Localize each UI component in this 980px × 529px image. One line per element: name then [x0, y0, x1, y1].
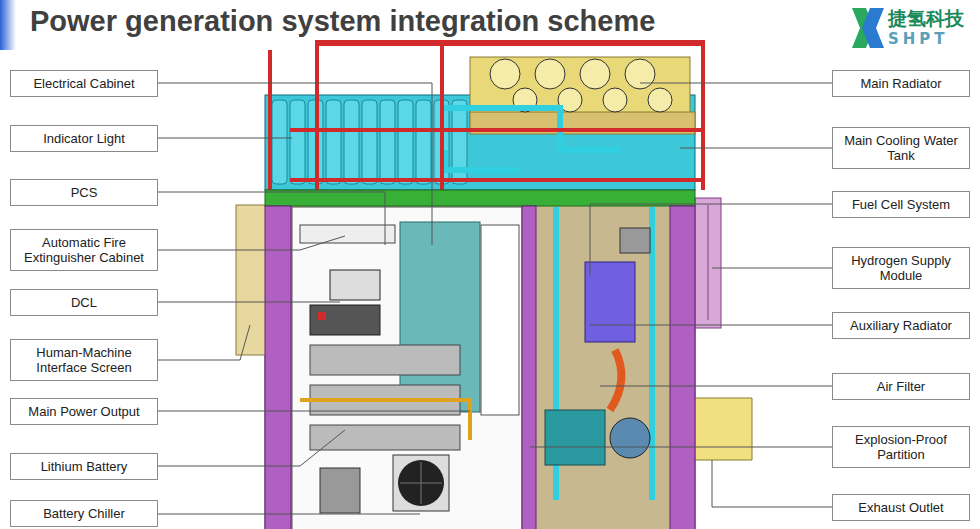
- callout-label: Exhaust Outlet: [837, 500, 965, 515]
- callout-label: Electrical Cabinet: [15, 76, 153, 91]
- callout-box: Electrical Cabinet: [10, 70, 158, 97]
- logo-abbreviation: SHPT: [888, 30, 949, 48]
- electrical-panel: [481, 225, 519, 415]
- callout-label: Fuel Cell System: [837, 197, 965, 212]
- pump: [320, 468, 360, 513]
- callout-box: Automatic Fire Extinguisher Cabinet: [10, 229, 158, 271]
- callout-label: Auxiliary Radiator: [837, 318, 965, 333]
- callout-box: Main Power Output: [10, 398, 158, 425]
- leader-lines: [158, 83, 832, 514]
- radiator-fans: [490, 59, 672, 112]
- callout-label: Explosion-Proof Partition: [837, 432, 965, 462]
- callout-box: Exhaust Outlet: [832, 494, 970, 521]
- callout-label: Air Filter: [837, 379, 965, 394]
- hydrogen-module: [695, 198, 721, 328]
- fuel-cell-stack: [585, 262, 635, 342]
- callout-label: Indicator Light: [15, 131, 153, 146]
- chiller-fan: [398, 460, 444, 506]
- dcl-unit: [330, 270, 380, 300]
- exhaust-hood: [695, 398, 752, 460]
- module-detail: [708, 205, 709, 320]
- safety-railing: [268, 40, 705, 195]
- callout-box: Fuel Cell System: [832, 191, 970, 218]
- fan-grille: [400, 462, 442, 504]
- page-title: Power generation system integration sche…: [30, 5, 655, 38]
- battery-rows: [310, 345, 460, 450]
- title-accent: [0, 0, 16, 50]
- callout-label: Lithium Battery: [15, 459, 153, 474]
- callout-box: Auxiliary Radiator: [832, 312, 970, 339]
- callout-label: Hydrogen Supply Module: [837, 253, 965, 283]
- tank-cells: [272, 100, 467, 184]
- callout-box: Hydrogen Supply Module: [832, 247, 970, 289]
- left-compartment: [292, 207, 522, 529]
- callout-label: Human-Machine Interface Screen: [15, 345, 153, 375]
- callout-label: Main Cooling Water Tank: [837, 133, 965, 163]
- callout-box: PCS: [10, 179, 158, 206]
- hmi-led: [318, 312, 326, 320]
- fire-cabinet: [300, 225, 395, 243]
- power-cable: [300, 400, 470, 440]
- chiller-body: [393, 455, 449, 511]
- side-cabinet: [236, 205, 266, 355]
- callout-box: Battery Chiller: [10, 500, 158, 527]
- logo-name: 捷氢科技: [888, 6, 964, 32]
- callout-box: Explosion-Proof Partition: [832, 426, 970, 468]
- callout-box: DCL: [10, 289, 158, 316]
- callout-label: Battery Chiller: [15, 506, 153, 521]
- callout-label: PCS: [15, 185, 153, 200]
- air-compressor: [545, 410, 605, 465]
- blower: [610, 418, 650, 458]
- callout-box: Indicator Light: [10, 125, 158, 152]
- callout-label: DCL: [15, 295, 153, 310]
- callout-box: Human-Machine Interface Screen: [10, 339, 158, 381]
- pcs-panel: [400, 222, 480, 412]
- logo-icon: [852, 8, 884, 48]
- pillars: [265, 206, 695, 529]
- callout-label: Main Radiator: [837, 76, 965, 91]
- callout-label: Automatic Fire Extinguisher Cabinet: [15, 235, 153, 265]
- hmi-unit: [310, 305, 380, 335]
- callout-box: Air Filter: [832, 373, 970, 400]
- callout-box: Main Radiator: [832, 70, 970, 97]
- callout-box: Main Cooling Water Tank: [832, 127, 970, 169]
- aux-unit: [620, 228, 650, 253]
- callout-label: Main Power Output: [15, 404, 153, 419]
- callout-box: Lithium Battery: [10, 453, 158, 480]
- exhaust-pipe: [610, 350, 621, 410]
